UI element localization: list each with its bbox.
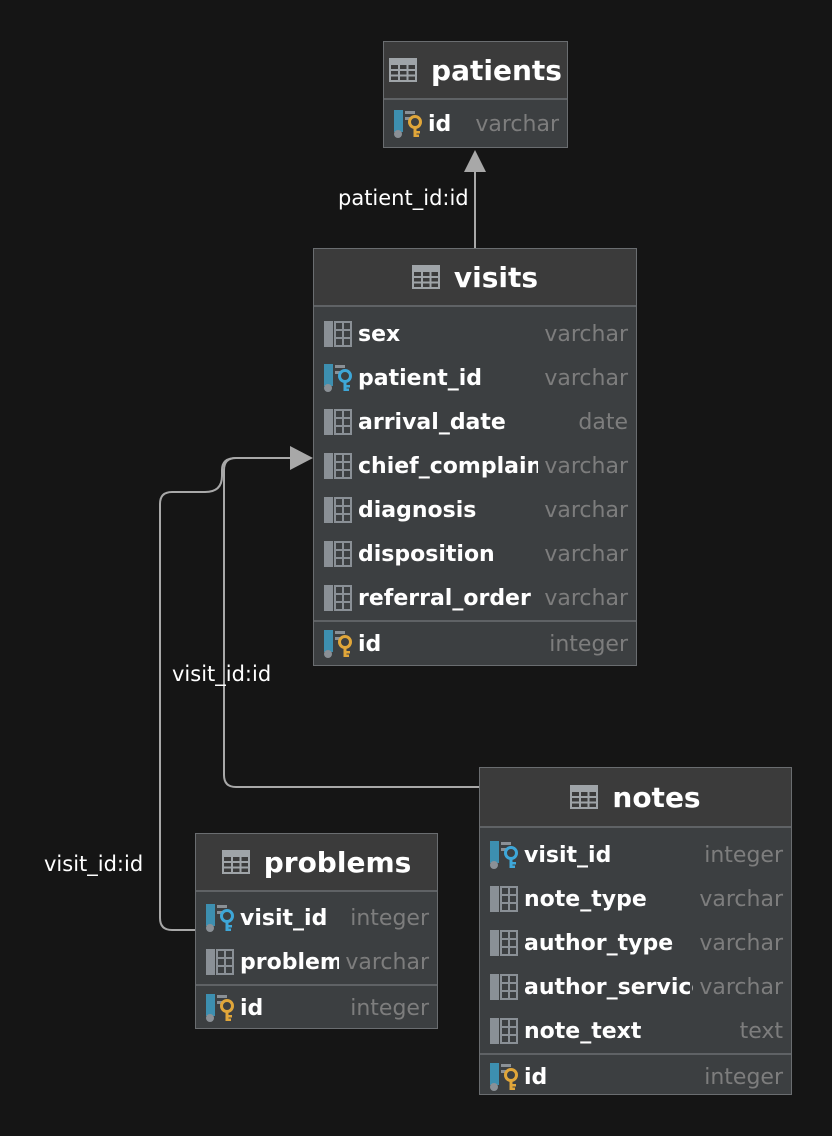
- column-icon: [490, 973, 524, 1001]
- column-name: author_service: [524, 974, 694, 1000]
- entity-notes[interactable]: notes visit_id integer note_type varchar…: [479, 767, 792, 1095]
- entity-title: notes: [612, 780, 701, 814]
- primary-key-icon: [394, 110, 428, 138]
- arrowhead-visits: [290, 446, 313, 470]
- column-icon: [206, 948, 240, 976]
- column-name: diagnosis: [358, 497, 477, 523]
- column-name: chief_complaint: [358, 453, 539, 479]
- column-row-author-type[interactable]: author_type varchar: [480, 921, 791, 965]
- column-icon: [324, 584, 358, 612]
- relation-label-patient-id: patient_id:id: [338, 186, 469, 210]
- column-type: varchar: [538, 585, 628, 611]
- column-type: varchar: [693, 886, 783, 912]
- primary-key-icon: [324, 630, 358, 658]
- column-row-diagnosis[interactable]: diagnosis varchar: [314, 488, 636, 532]
- column-type: varchar: [693, 974, 783, 1000]
- entity-title: problems: [263, 845, 412, 879]
- column-type: integer: [543, 631, 628, 657]
- column-name: patient_id: [358, 365, 483, 391]
- column-name: id: [240, 995, 264, 1021]
- column-name: visit_id: [524, 842, 612, 868]
- entity-header: problems: [196, 834, 437, 892]
- entity-title: patients: [431, 53, 562, 87]
- arrowhead-patients: [464, 150, 486, 172]
- column-type: integer: [698, 1064, 783, 1090]
- column-name: problem: [240, 949, 340, 975]
- column-type: text: [733, 1018, 783, 1044]
- foreign-key-icon: [324, 364, 358, 392]
- column-icon: [324, 452, 358, 480]
- column-row-visit-id[interactable]: visit_id integer: [480, 833, 791, 877]
- column-type: varchar: [538, 365, 628, 391]
- column-name: sex: [358, 321, 401, 347]
- column-type: integer: [698, 842, 783, 868]
- column-name: id: [428, 111, 452, 137]
- column-name: id: [524, 1064, 548, 1090]
- column-icon: [324, 408, 358, 436]
- primary-key-icon: [206, 994, 240, 1022]
- table-icon: [411, 265, 440, 289]
- column-row-id[interactable]: id varchar: [384, 102, 567, 146]
- entity-visits[interactable]: visits sex varchar patient_id varchar ar…: [313, 248, 637, 666]
- column-row-id[interactable]: id integer: [480, 1055, 791, 1099]
- column-name: note_text: [524, 1018, 642, 1044]
- column-icon: [324, 320, 358, 348]
- entity-header: visits: [314, 249, 636, 307]
- entity-problems[interactable]: problems visit_id integer problem varcha…: [195, 833, 438, 1029]
- relation-label-visit-id-notes: visit_id:id: [172, 662, 272, 686]
- column-row-note-text[interactable]: note_text text: [480, 1009, 791, 1053]
- column-name: referral_order: [358, 585, 531, 611]
- column-icon: [490, 885, 524, 913]
- column-type: varchar: [538, 321, 628, 347]
- column-row-id[interactable]: id integer: [196, 986, 437, 1030]
- column-type: integer: [344, 995, 429, 1021]
- column-type: varchar: [538, 453, 628, 479]
- column-name: visit_id: [240, 905, 328, 931]
- column-type: varchar: [693, 930, 783, 956]
- column-row-visit-id[interactable]: visit_id integer: [196, 896, 437, 940]
- column-icon: [324, 540, 358, 568]
- column-type: varchar: [339, 949, 429, 975]
- column-icon: [324, 496, 358, 524]
- column-name: disposition: [358, 541, 495, 567]
- column-icon: [490, 929, 524, 957]
- entity-header: patients: [384, 42, 567, 100]
- column-name: note_type: [524, 886, 647, 912]
- column-name: id: [358, 631, 382, 657]
- table-icon: [221, 850, 250, 874]
- column-icon: [490, 1017, 524, 1045]
- column-name: arrival_date: [358, 409, 506, 435]
- column-row-disposition[interactable]: disposition varchar: [314, 532, 636, 576]
- column-row-problem[interactable]: problem varchar: [196, 940, 437, 984]
- foreign-key-icon: [206, 904, 240, 932]
- column-type: varchar: [469, 111, 559, 137]
- relation-label-visit-id-problems: visit_id:id: [44, 852, 144, 876]
- connector-problems-visits: [159, 457, 290, 931]
- column-row-arrival-date[interactable]: arrival_date date: [314, 400, 636, 444]
- entity-header: notes: [480, 768, 791, 828]
- column-name: author_type: [524, 930, 674, 956]
- column-row-note-type[interactable]: note_type varchar: [480, 877, 791, 921]
- entity-title: visits: [453, 260, 539, 294]
- column-row-patient-id[interactable]: patient_id varchar: [314, 356, 636, 400]
- column-type: integer: [344, 905, 429, 931]
- foreign-key-icon: [490, 841, 524, 869]
- column-row-chief-complaint[interactable]: chief_complaint varchar: [314, 444, 636, 488]
- primary-key-icon: [490, 1063, 524, 1091]
- column-type: varchar: [538, 541, 628, 567]
- table-icon: [570, 785, 599, 809]
- entity-patients[interactable]: patients id varchar: [383, 41, 568, 148]
- table-icon: [389, 58, 418, 82]
- column-row-author-service[interactable]: author_service varchar: [480, 965, 791, 1009]
- column-type: varchar: [538, 497, 628, 523]
- column-type: date: [572, 409, 628, 435]
- column-row-sex[interactable]: sex varchar: [314, 312, 636, 356]
- column-row-id[interactable]: id integer: [314, 622, 636, 666]
- column-row-referral-order[interactable]: referral_order varchar: [314, 576, 636, 620]
